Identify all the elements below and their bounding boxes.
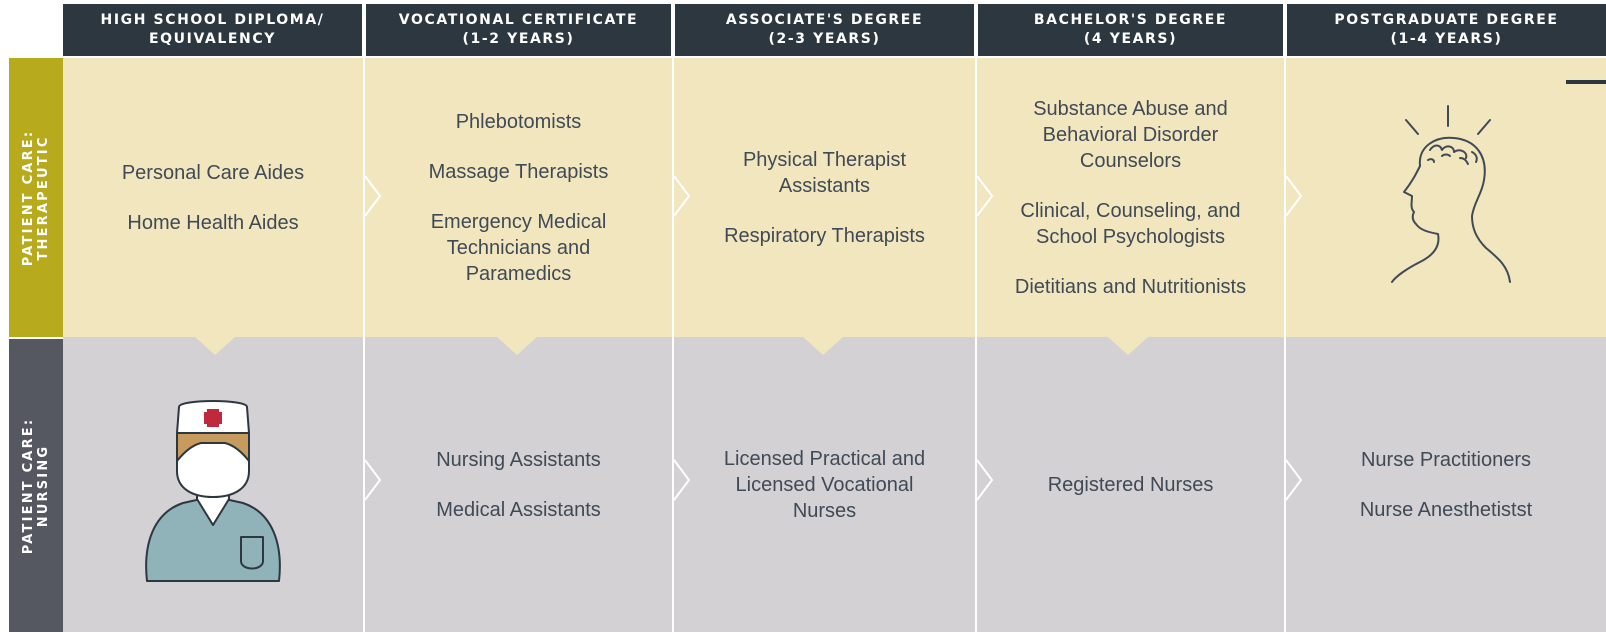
row-label-line: NURSING — [36, 444, 51, 527]
header-title: POSTGRADUATE DEGREE — [1334, 12, 1559, 28]
therapeutic-cell-vocational: Phlebotomists Massage Therapists Emergen… — [365, 58, 672, 337]
nurse-icon — [145, 399, 281, 582]
occupation: Phlebotomists — [455, 110, 582, 133]
occupation: Clinical, Counseling, and School Psychol… — [1020, 199, 1241, 248]
arrow-down-marker — [195, 337, 235, 355]
occupation: Home Health Aides — [127, 211, 299, 234]
nursing-cell-vocational: Nursing Assistants Medical Assistants — [365, 337, 672, 632]
header-high-school: HIGH SCHOOL DIPLOMA/ EQUIVALENCY — [63, 4, 362, 56]
arrow-down-marker — [803, 337, 843, 355]
nursing-cell-postgraduate: Nurse Practitioners Nurse Anesthetistst — [1286, 337, 1606, 632]
arrow-right-marker — [674, 460, 689, 500]
row-label-therapeutic: PATIENT CARE: THERAPEUTIC — [9, 58, 63, 337]
therapeutic-cell-bachelor: Substance Abuse and Behavioral Disorder … — [977, 58, 1284, 337]
row-label-line: PATIENT CARE: — [21, 417, 36, 554]
column-divider — [363, 58, 365, 632]
occupation: Registered Nurses — [1047, 473, 1214, 496]
column-divider — [1284, 58, 1286, 632]
arrow-right-marker — [977, 460, 992, 500]
occupation: Personal Care Aides — [121, 161, 305, 184]
arrow-down-marker — [1108, 337, 1148, 355]
occupation: Respiratory Therapists — [724, 224, 925, 247]
header-title: ASSOCIATE'S DEGREE — [725, 12, 924, 28]
header-title: VOCATIONAL CERTIFICATE — [398, 12, 639, 28]
occupation: Nurse Anesthetistst — [1359, 498, 1533, 521]
header-postgraduate: POSTGRADUATE DEGREE (1-4 YEARS) — [1287, 4, 1606, 56]
header-title: BACHELOR'S DEGREE — [1033, 12, 1228, 28]
header-subtitle: (1-2 YEARS) — [462, 31, 575, 47]
header-subtitle: (1-4 YEARS) — [1390, 31, 1503, 47]
person-thinking-icon — [1391, 104, 1511, 283]
therapeutic-cell-postgraduate — [1286, 58, 1606, 337]
header-title: HIGH SCHOOL DIPLOMA/ — [100, 12, 325, 28]
occupation: Massage Therapists — [428, 160, 609, 183]
occupation: Substance Abuse and Behavioral Disorder … — [1033, 97, 1228, 172]
row-label-line: THERAPEUTIC — [36, 134, 51, 261]
header-associate: ASSOCIATE'S DEGREE (2-3 YEARS) — [675, 4, 974, 56]
occupation: Medical Assistants — [436, 498, 601, 521]
occupation: Licensed Practical and Licensed Vocation… — [723, 447, 926, 522]
header-subtitle: (2-3 YEARS) — [768, 31, 881, 47]
arrow-right-marker — [365, 176, 380, 216]
row-label-line: PATIENT CARE: — [21, 129, 36, 266]
header-bachelor: BACHELOR'S DEGREE (4 YEARS) — [978, 4, 1283, 56]
arrow-right-marker — [1286, 460, 1301, 500]
nursing-row-band — [63, 337, 1606, 632]
nursing-cell-bachelor: Registered Nurses — [977, 337, 1284, 632]
column-divider — [672, 58, 674, 632]
row-label-nursing: PATIENT CARE: NURSING — [9, 339, 63, 632]
arrow-right-marker — [674, 176, 689, 216]
header-subtitle: EQUIVALENCY — [149, 31, 276, 47]
occupation: Nursing Assistants — [436, 448, 601, 471]
nursing-cell-associate: Licensed Practical and Licensed Vocation… — [674, 337, 975, 632]
nursing-cell-high-school — [63, 337, 363, 632]
arrow-right-marker — [1286, 176, 1301, 216]
arrow-right-marker — [365, 460, 380, 500]
therapeutic-cell-associate: Physical Therapist Assistants Respirator… — [674, 58, 975, 337]
therapeutic-row-band — [63, 58, 1606, 337]
occupation: Emergency Medical Technicians and Parame… — [430, 210, 607, 285]
therapeutic-cell-high-school: Personal Care Aides Home Health Aides — [63, 58, 363, 337]
occupation: Physical Therapist Assistants — [742, 148, 907, 197]
header-subtitle: (4 YEARS) — [1083, 31, 1178, 47]
column-divider — [975, 58, 977, 632]
arrow-right-marker — [977, 176, 992, 216]
occupation: Dietitians and Nutritionists — [1014, 275, 1247, 298]
header-vocational: VOCATIONAL CERTIFICATE (1-2 YEARS) — [366, 4, 671, 56]
occupation: Nurse Practitioners — [1360, 448, 1532, 471]
arrow-down-marker — [497, 337, 537, 355]
